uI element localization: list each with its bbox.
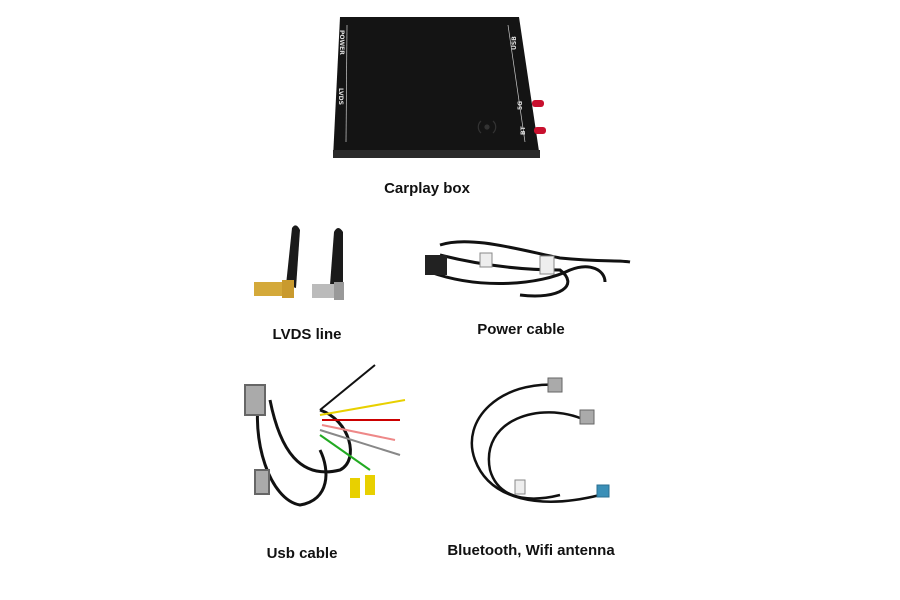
lvds-line-caption: LVDS line	[272, 326, 342, 343]
bt-antenna-connector	[534, 127, 546, 134]
wireless-icon	[477, 120, 497, 134]
usb-cable-image	[244, 364, 406, 507]
5g-antenna-connector	[532, 100, 544, 107]
carplay-box-image: POWER LVDS USB 5G BT	[333, 17, 546, 158]
bluetooth-wifi-antenna-image	[470, 377, 610, 503]
power-cable-caption: Power cable	[477, 321, 565, 338]
carplay-box-caption: Carplay box	[384, 180, 470, 197]
power-port-label: POWER	[338, 30, 345, 55]
power-cable-image	[425, 240, 631, 298]
lvds-port-label: LVDS	[337, 88, 344, 105]
lvds-antennas-image	[254, 225, 344, 300]
bt-port-label: BT	[520, 125, 527, 135]
bluetooth-wifi-antenna-caption: Bluetooth, Wifi antenna	[447, 542, 615, 559]
usb-cable-caption: Usb cable	[266, 545, 338, 562]
5g-port-label: 5G	[517, 101, 524, 110]
usb-port-label: USB	[511, 36, 518, 50]
